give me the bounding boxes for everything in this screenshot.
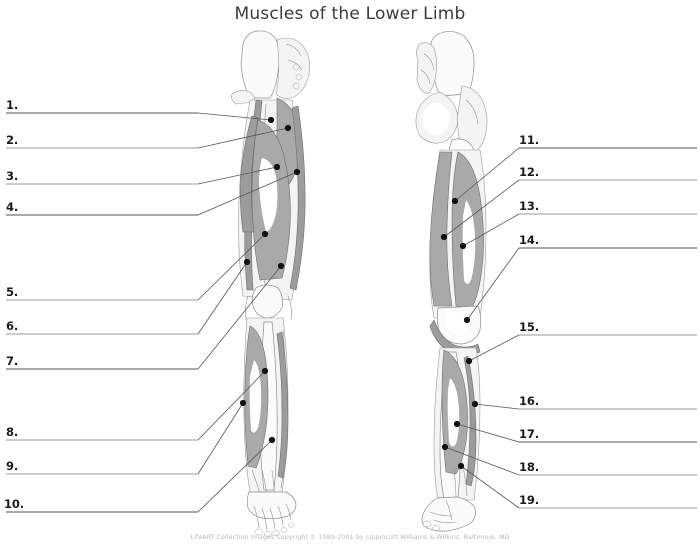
leader-line — [197, 171, 298, 216]
page-title: Muscles of the Lower Limb — [234, 4, 466, 24]
leader-dot — [277, 262, 285, 270]
leader-line — [468, 334, 520, 362]
leader-line — [197, 112, 272, 121]
figure-lateral — [415, 31, 488, 532]
leader-line — [456, 423, 520, 443]
leader-dot — [451, 197, 459, 205]
leader-line — [197, 261, 248, 335]
label-number-1: 1. — [6, 98, 19, 112]
label-number-5: 5. — [6, 285, 19, 299]
leader-line — [444, 446, 520, 476]
leader-line — [474, 403, 520, 410]
label-number-2: 2. — [6, 133, 19, 147]
label-number-6: 6. — [6, 319, 19, 333]
label-number-4: 4. — [6, 200, 19, 214]
leader-dot — [453, 420, 461, 428]
copyright-notice: LifeART Collection Images Copyright © 19… — [190, 534, 510, 541]
leader-dot — [284, 124, 292, 132]
leader-line — [460, 465, 520, 509]
label-number-3: 3. — [6, 169, 19, 183]
label-number-12: 12. — [519, 165, 540, 179]
label-number-16: 16. — [519, 394, 540, 408]
answer-lines-group — [6, 112, 697, 513]
leader-line — [197, 233, 266, 301]
leader-dot — [463, 316, 471, 324]
label-number-9: 9. — [6, 459, 19, 473]
leader-line — [466, 247, 520, 321]
label-number-19: 19. — [519, 493, 540, 507]
leader-line — [197, 402, 244, 475]
leader-dot — [465, 357, 473, 365]
leader-dot — [267, 116, 275, 124]
leader-line — [197, 127, 289, 149]
leader-line — [197, 166, 278, 185]
leader-dot — [243, 258, 251, 266]
leader-dot — [471, 400, 479, 408]
leader-dot — [459, 242, 467, 250]
label-number-13: 13. — [519, 199, 540, 213]
leader-dot — [261, 230, 269, 238]
leader-line — [197, 439, 273, 513]
leader-dot — [239, 399, 247, 407]
label-number-15: 15. — [519, 320, 540, 334]
label-number-8: 8. — [6, 425, 19, 439]
leader-dot — [273, 163, 281, 171]
label-number-14: 14. — [519, 233, 540, 247]
leader-dot — [441, 443, 449, 451]
leader-dot — [457, 462, 465, 470]
leader-dot — [268, 436, 276, 444]
label-number-17: 17. — [519, 427, 540, 441]
leader-line — [443, 179, 520, 238]
label-number-7: 7. — [6, 354, 19, 368]
leader-line — [454, 147, 520, 202]
label-number-18: 18. — [519, 460, 540, 474]
figure-anterior — [231, 30, 311, 538]
label-number-11: 11. — [519, 133, 540, 147]
leader-line — [462, 213, 520, 247]
label-number-10: 10. — [4, 497, 25, 511]
leader-dot — [261, 367, 269, 375]
leader-dot — [293, 168, 301, 176]
leader-line — [197, 265, 282, 370]
leader-lines-group — [197, 112, 520, 513]
leader-line — [197, 370, 266, 441]
leader-dot — [440, 233, 448, 241]
